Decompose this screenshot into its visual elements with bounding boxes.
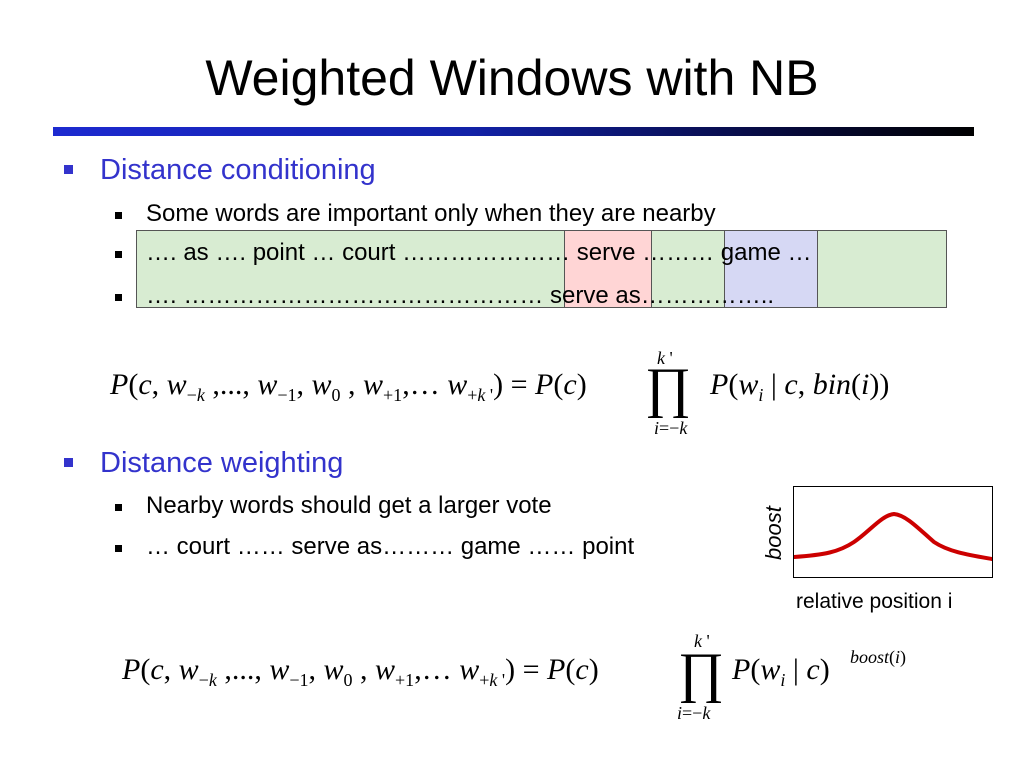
bullet-square-icon [115,212,122,219]
text-nearby-vote: Nearby words should get a larger vote [146,492,552,519]
text-example-3: … court …… serve as……… game …… point [146,533,635,560]
plot-y-label: boost [761,506,786,560]
page-title: Weighted Windows with NB [205,50,819,106]
heading-distance-conditioning: Distance conditioning [100,154,376,186]
title-divider [53,127,974,136]
bullet-square-icon [115,251,122,258]
bullet-square-icon [115,545,122,552]
formula-distance-weighting: P(c, w−k ,..., w−1, w0 , w+1,… w+k ') = … [122,631,907,723]
bullet-square-icon [64,458,73,467]
plot-x-label: relative position i [796,590,953,613]
text-example-1: …. as …. point … court ………………… serve ………… [146,239,812,266]
highlight-blue-box [724,230,818,308]
heading-distance-weighting: Distance weighting [100,447,344,479]
text-important-nearby: Some words are important only when they … [146,200,716,227]
highlight-red-box [564,230,652,308]
formula-distance-conditioning: P(c, w−k ,..., w−1, w0 , w+1,… w+k ') = … [110,348,890,438]
bullet-square-icon [115,294,122,301]
bullet-square-icon [64,165,73,174]
text-example-2: …. ……………………………………… serve as…………….. [146,282,775,309]
boost-curve [792,511,994,561]
bullet-square-icon [115,504,122,511]
boost-plot [792,486,994,578]
